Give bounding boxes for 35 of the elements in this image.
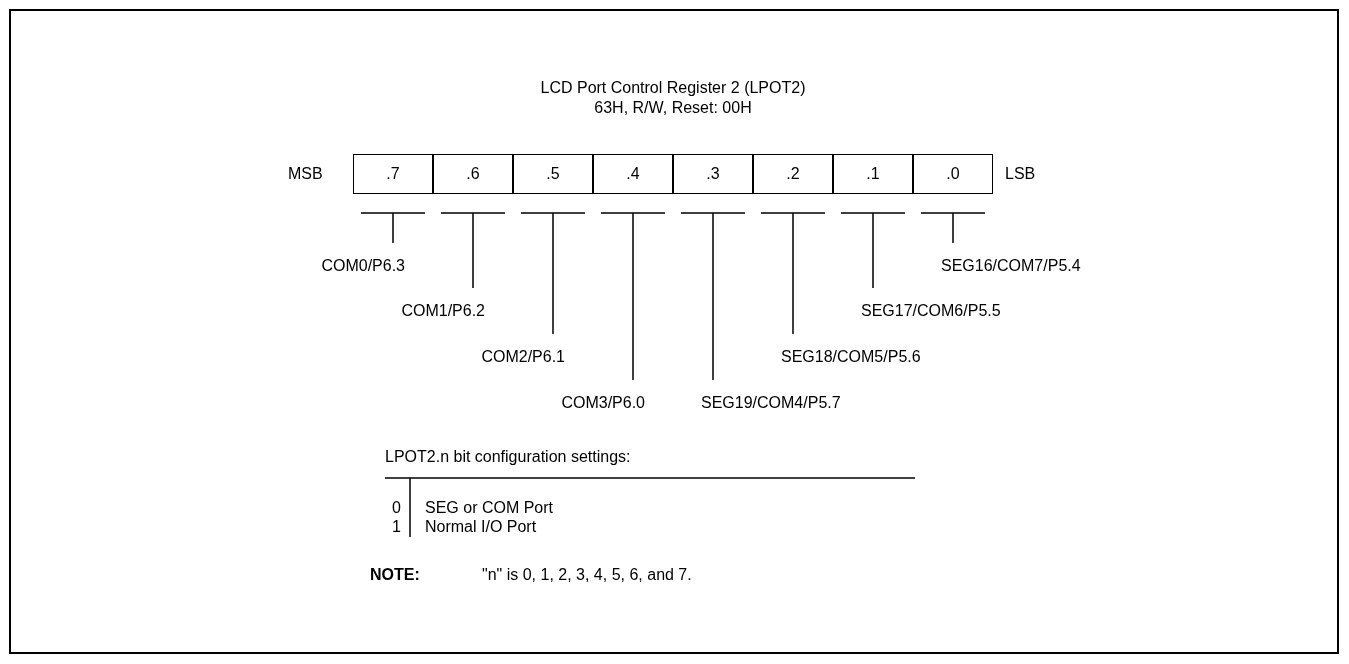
leader-line xyxy=(600,212,666,381)
msb-label: MSB xyxy=(288,165,323,183)
setting-text: Normal I/O Port xyxy=(425,518,537,536)
pin-function-label: COM1/P6.2 xyxy=(401,288,485,320)
setting-text: SEG or COM Port xyxy=(425,499,554,517)
register-bit-cell: .2 xyxy=(753,154,833,194)
register-bit-cell: .7 xyxy=(353,154,433,194)
bit-value: 0 xyxy=(392,499,401,517)
note-text: "n" is 0, 1, 2, 3, 4, 5, 6, and 7. xyxy=(482,566,692,584)
pin-function-label: SEG17/COM6/P5.5 xyxy=(861,288,1001,320)
lsb-label: LSB xyxy=(1005,165,1036,183)
table-heading: LPOT2.n bit configuration settings: xyxy=(385,448,631,466)
leader-line xyxy=(920,212,986,244)
note-heading: NOTE: xyxy=(370,566,420,584)
register-bit-cell: .5 xyxy=(513,154,593,194)
leader-line xyxy=(440,212,506,289)
leader-line xyxy=(840,212,906,289)
register-bit-cell: .0 xyxy=(913,154,993,194)
leader-line xyxy=(520,212,586,335)
leader-line xyxy=(360,212,426,244)
register-info: 63H, R/W, Reset: 00H xyxy=(593,99,753,117)
register-bit-cell: .3 xyxy=(673,154,753,194)
bit-value: 1 xyxy=(392,518,401,536)
pin-function-label: COM0/P6.3 xyxy=(321,243,405,275)
pin-function-label: COM3/P6.0 xyxy=(561,380,645,412)
leader-line xyxy=(680,212,746,381)
register-title: LCD Port Control Register 2 (LPOT2) xyxy=(539,79,807,97)
pin-function-label: SEG16/COM7/P5.4 xyxy=(941,243,1081,275)
register-bit-cell: .4 xyxy=(593,154,673,194)
pin-function-label: SEG19/COM4/P5.7 xyxy=(701,380,841,412)
leader-line xyxy=(760,212,826,335)
register-bit-cell: .1 xyxy=(833,154,913,194)
pin-function-label: SEG18/COM5/P5.6 xyxy=(781,334,921,366)
pin-function-label: COM2/P6.1 xyxy=(481,334,565,366)
register-bit-cell: .6 xyxy=(433,154,513,194)
